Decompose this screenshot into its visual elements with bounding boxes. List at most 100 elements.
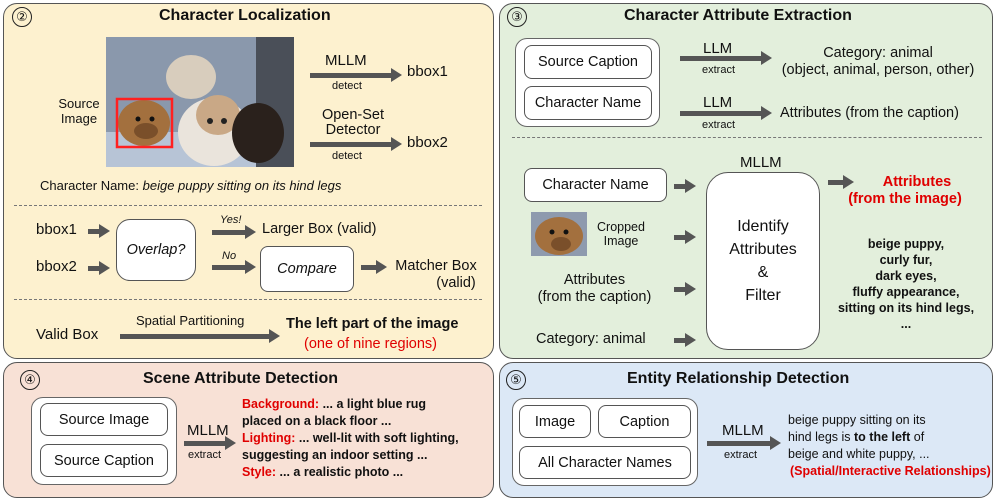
lighting-value-2: suggesting an indoor setting ... (242, 447, 428, 462)
category-line-1: Category: animal (823, 45, 933, 61)
attributes-caption-input: Attributes (from the caption) (522, 272, 667, 305)
caption-box: Caption (598, 405, 691, 438)
relationship-type-label: (Spatial/Interactive Relationships) (790, 464, 991, 478)
arrow-icon (674, 179, 696, 193)
arrow-icon (88, 261, 110, 275)
rel-2a: hind legs is (788, 429, 855, 444)
lighting-key: Lighting: (242, 430, 296, 445)
matcher-box-line-1: Matcher Box (395, 258, 477, 274)
compare-box: Compare (260, 246, 354, 292)
lighting-line: Lighting: ... well-lit with soft lightin… (242, 430, 459, 447)
result-subtext: (one of nine regions) (304, 336, 437, 352)
relationship-text: beige puppy sitting on its hind legs is … (788, 412, 930, 463)
attribute-list: beige puppy,curly fur,dark eyes,fluffy a… (826, 236, 986, 332)
style-line: Style: ... a realistic photo ... (242, 464, 459, 481)
arrow-icon (361, 260, 387, 274)
category-output: Category: animal (object, animal, person… (766, 45, 990, 78)
row-bbox2: bbox2 (36, 258, 77, 275)
attributes-image-output: Attributes (from the image) (830, 174, 980, 207)
image-box: Image (519, 405, 591, 438)
arrow-icon (680, 106, 772, 120)
identify-line-3: & (757, 264, 769, 281)
source-caption-box: Source Caption (524, 45, 652, 79)
cropped-puppy-photo (531, 212, 587, 256)
yes-label: Yes! (220, 214, 242, 226)
attribute-list-item: curly fur, (879, 253, 933, 267)
character-name-value: beige puppy sitting on its hind legs (142, 178, 342, 193)
arrow-icon (680, 51, 772, 65)
arrow-icon (212, 225, 256, 239)
character-name-line: Character Name: beige puppy sitting on i… (40, 178, 342, 194)
result-text: The left part of the image (286, 316, 459, 332)
arrow-icon (674, 282, 696, 296)
row-bbox1: bbox1 (36, 221, 77, 238)
detector-line-1: Open-Set (321, 107, 385, 123)
valid-box-label: Valid Box (36, 326, 99, 343)
all-character-names-box: All Character Names (519, 446, 691, 479)
arrow-icon (88, 224, 110, 238)
overlap-decision-box: Overlap? (116, 219, 196, 281)
arrow-icon (120, 329, 280, 343)
arrow-icon (310, 68, 402, 82)
cropped-image-label: Cropped Image (590, 220, 652, 249)
llm-label-1: LLM (703, 40, 733, 57)
arrow-icon (674, 230, 696, 244)
divider (512, 137, 982, 138)
scene-attributes-text: Background: ... a light blue rug placed … (242, 396, 459, 480)
extract-label: extract (724, 449, 758, 461)
identify-line-4: Filter (745, 287, 781, 305)
source-label-line: Source (58, 96, 100, 111)
attributes-line-2: (from the caption) (537, 288, 652, 305)
larger-box-label: Larger Box (valid) (262, 221, 377, 237)
llm-label-2: LLM (703, 94, 733, 111)
attribute-list-item: sitting on its hind legs, (837, 301, 975, 315)
panel-title-scene-attribute-detection: Scene Attribute Detection (143, 370, 338, 387)
mllm-label: MLLM (740, 154, 782, 171)
panel-number-3: ③ (507, 7, 527, 27)
rel-2b: to the left (854, 429, 911, 444)
arrow-icon (674, 333, 696, 347)
source-image-photo (106, 37, 294, 167)
arrow-icon (707, 436, 781, 450)
divider (14, 299, 482, 300)
source-image-label: Source Image (51, 96, 107, 127)
relationship-line-3: beige and white puppy, ... (788, 446, 930, 461)
attribute-list-item: dark eyes, (875, 269, 937, 283)
attribute-list-item: ... (900, 317, 912, 331)
open-set-detector-label: Open-Set Detector (308, 108, 398, 137)
extract-label: extract (188, 449, 222, 461)
image-label-line: Image (60, 110, 98, 126)
source-image-box: Source Image (40, 403, 168, 436)
style-key: Style: (242, 464, 277, 479)
category-line-2: (object, animal, person, other) (781, 61, 975, 78)
panel-title-character-attribute-extraction: Character Attribute Extraction (624, 7, 852, 24)
spatial-partitioning-label: Spatial Partitioning (136, 313, 245, 328)
panel-title-character-localization: Character Localization (159, 7, 331, 24)
bbox2-output: bbox2 (407, 134, 448, 151)
divider (14, 205, 482, 206)
arrow-icon (212, 260, 256, 274)
detect-label: detect (332, 80, 362, 92)
source-caption-box: Source Caption (40, 444, 168, 477)
cropped-line: Cropped (597, 220, 645, 234)
matcher-box-line-2: (valid) (436, 274, 476, 291)
arrow-icon (310, 137, 402, 151)
attributes-caption-output: Attributes (from the caption) (780, 105, 959, 121)
extract-label-2: extract (702, 119, 736, 131)
mllm-label: MLLM (722, 422, 764, 439)
relationship-line-1: beige puppy sitting on its (788, 413, 926, 427)
detect-label-2: detect (332, 150, 362, 162)
relationship-line-2: hind legs is to the left of (788, 429, 930, 446)
panel-number-4: ④ (20, 370, 40, 390)
panel-number-2: ② (12, 7, 32, 27)
output-line-1: Attributes (882, 174, 952, 190)
panel-title-entity-relationship-detection: Entity Relationship Detection (627, 370, 850, 387)
lighting-value: ... well-lit with soft lighting, (295, 430, 459, 445)
arrow-icon (828, 175, 854, 189)
identify-line-1: Identify (737, 217, 789, 235)
identify-filter-box: Identify Attributes & Filter (706, 172, 820, 350)
identify-line-2: Attributes (729, 240, 797, 258)
style-value: ... a realistic photo ... (276, 464, 404, 479)
rel-2c: of (910, 429, 925, 444)
mllm-label: MLLM (187, 422, 229, 439)
